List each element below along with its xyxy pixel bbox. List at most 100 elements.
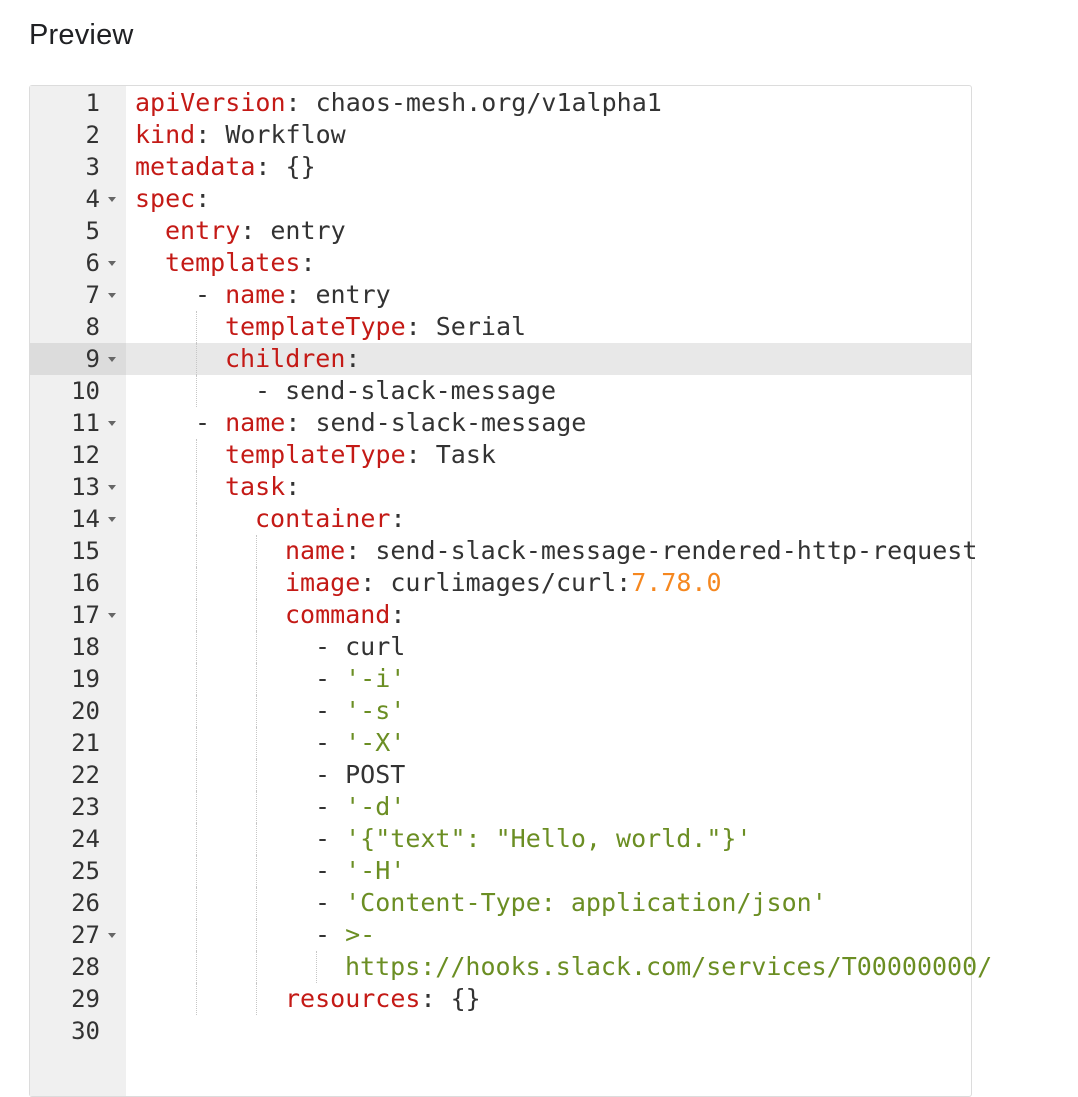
indent-guide	[196, 855, 197, 887]
fold-arrow-icon[interactable]	[108, 197, 116, 202]
code-token: -	[315, 696, 346, 725]
line-number: 26	[30, 887, 126, 919]
fold-arrow-icon[interactable]	[108, 357, 116, 362]
line-number-text: 14	[71, 505, 100, 533]
indent-guide	[196, 343, 197, 375]
code-token: '{"text": "Hello, world."}'	[345, 824, 752, 853]
line-number-text: 24	[71, 825, 100, 853]
fold-arrow-icon[interactable]	[108, 517, 116, 522]
code-token: templateType	[225, 440, 406, 469]
line-number-text: 4	[85, 185, 100, 213]
indent-guide	[256, 599, 257, 631]
code-line[interactable]: 25- '-H'	[30, 855, 971, 887]
code-line[interactable]: 14 container:	[30, 503, 971, 535]
line-number-text: 12	[71, 441, 100, 469]
line-number: 6	[30, 247, 126, 279]
code-token: chaos-mesh.org/v1alpha1	[315, 88, 662, 117]
line-number-text: 28	[71, 953, 100, 981]
line-number-text: 17	[71, 601, 100, 629]
line-number: 11	[30, 407, 126, 439]
code-text: apiVersion: chaos-mesh.org/v1alpha1	[135, 87, 662, 119]
code-line[interactable]: 12 templateType: Task	[30, 439, 971, 471]
indent-guide	[196, 695, 197, 727]
code-token: :	[390, 600, 406, 629]
fold-arrow-icon[interactable]	[108, 293, 116, 298]
code-token: -	[315, 728, 346, 757]
indent-guide	[196, 823, 197, 855]
line-number-text: 16	[71, 569, 100, 597]
code-line[interactable]: 11- name: send-slack-message	[30, 407, 971, 439]
code-line[interactable]: 28 https://hooks.slack.com/services/T0000…	[30, 951, 992, 983]
fold-arrow-icon[interactable]	[108, 485, 116, 490]
code-text: - '-X'	[315, 727, 405, 759]
code-line[interactable]: 22- POST	[30, 759, 971, 791]
code-line[interactable]: 26- 'Content-Type: application/json'	[30, 887, 971, 919]
code-token: send-slack-message	[315, 408, 587, 437]
code-text: - curl	[315, 631, 405, 663]
fold-arrow-icon[interactable]	[108, 421, 116, 426]
code-line[interactable]: 10- send-slack-message	[30, 375, 971, 407]
indent-guide	[256, 855, 257, 887]
code-token: :	[195, 184, 211, 213]
fold-arrow-icon[interactable]	[108, 933, 116, 938]
code-text: resources: {}	[285, 983, 481, 1015]
code-line[interactable]: 24- '{"text": "Hello, world."}'	[30, 823, 971, 855]
code-token: -	[315, 792, 346, 821]
line-number: 24	[30, 823, 126, 855]
indent-guide	[256, 663, 257, 695]
indent-guide	[196, 503, 197, 535]
code-line[interactable]: 23- '-d'	[30, 791, 971, 823]
code-token: :	[405, 312, 436, 341]
code-text: - POST	[315, 759, 405, 791]
code-line[interactable]: 30	[30, 1015, 971, 1047]
indent-guide	[196, 727, 197, 759]
code-token: :	[405, 440, 436, 469]
code-line[interactable]: 18- curl	[30, 631, 971, 663]
code-token: :	[345, 344, 361, 373]
code-text: https://hooks.slack.com/services/T000000…	[345, 951, 992, 983]
indent-guide	[256, 567, 257, 599]
code-token: :	[240, 216, 271, 245]
code-token: https://hooks.slack.com/services/T000000…	[345, 952, 993, 981]
code-text: templateType: Task	[225, 439, 496, 471]
line-number-text: 13	[71, 473, 100, 501]
line-number: 19	[30, 663, 126, 695]
line-number-text: 20	[71, 697, 100, 725]
code-line[interactable]: 7- name: entry	[30, 279, 971, 311]
line-number: 3	[30, 151, 126, 183]
line-number-text: 29	[71, 985, 100, 1013]
code-line[interactable]: 20- '-s'	[30, 695, 971, 727]
code-line[interactable]: 19- '-i'	[30, 663, 971, 695]
code-line[interactable]: 29 resources: {}	[30, 983, 971, 1015]
line-number: 16	[30, 567, 126, 599]
line-number: 15	[30, 535, 126, 567]
indent-guide	[196, 471, 197, 503]
code-token: templateType	[225, 312, 406, 341]
fold-arrow-icon[interactable]	[108, 261, 116, 266]
fold-arrow-icon[interactable]	[108, 613, 116, 618]
code-text: container:	[255, 503, 406, 535]
line-number: 7	[30, 279, 126, 311]
code-line[interactable]: 21 - '-X'	[30, 727, 971, 759]
indent-guide	[196, 887, 197, 919]
line-number-text: 21	[71, 729, 100, 757]
line-number-text: 30	[71, 1017, 100, 1045]
line-number-text: 19	[71, 665, 100, 693]
line-number-text: 10	[71, 377, 100, 405]
indent-guide	[196, 535, 197, 567]
code-line[interactable]: 27- >-	[30, 919, 971, 951]
indent-guide	[256, 887, 257, 919]
